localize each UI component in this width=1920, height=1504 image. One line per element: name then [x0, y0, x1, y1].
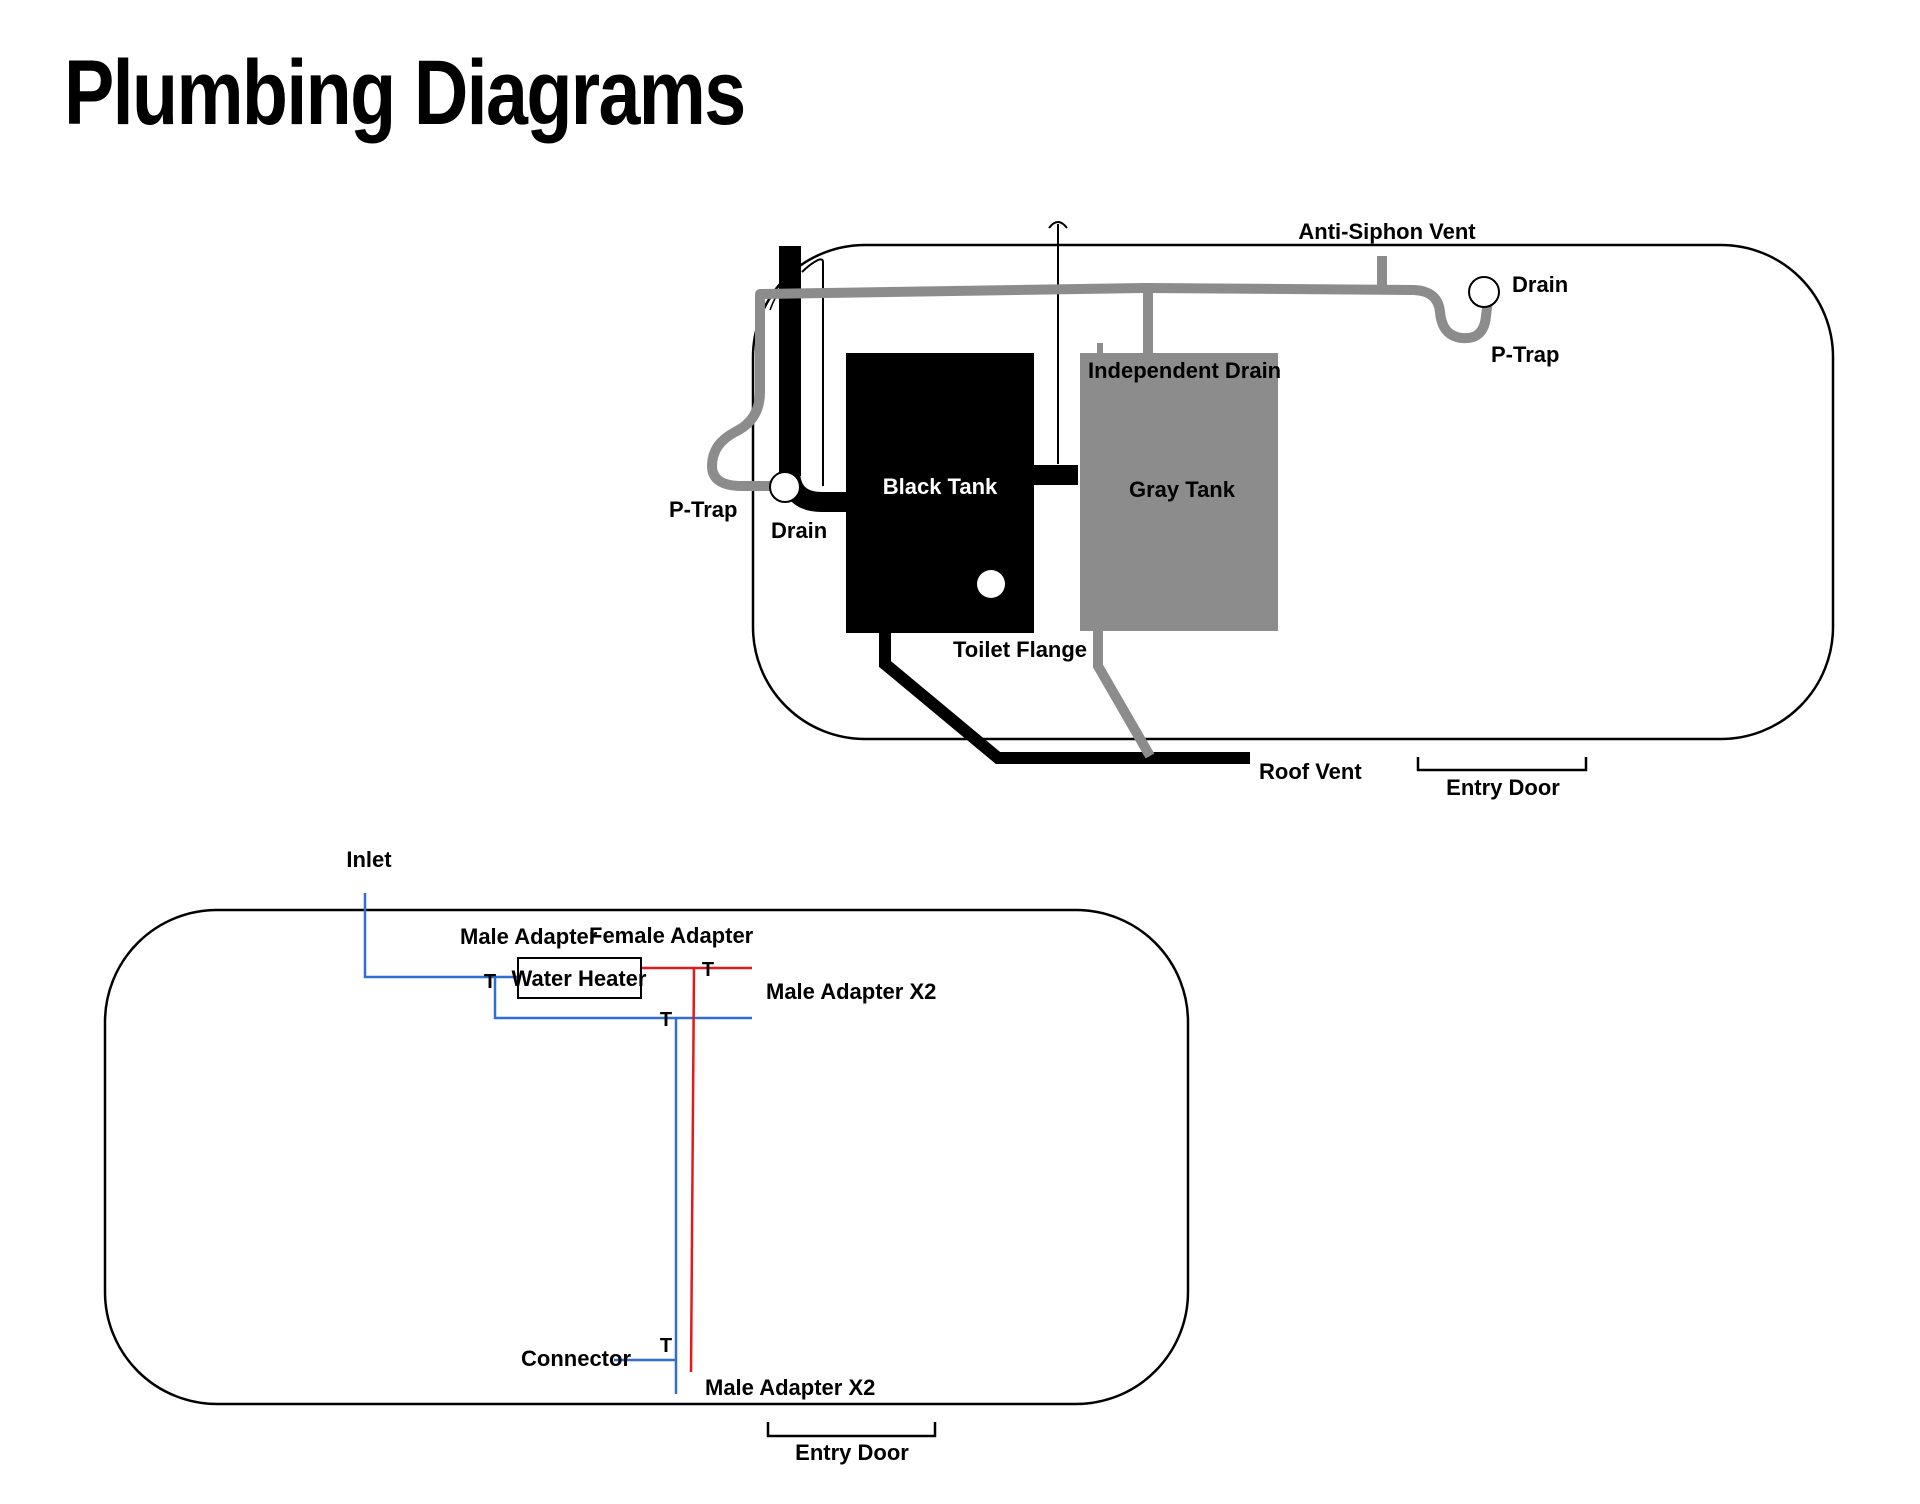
tee-fitting: T — [484, 971, 496, 993]
tee-fitting: T — [660, 1335, 672, 1357]
tank-connector — [1034, 465, 1078, 485]
drain-entry-door-bracket — [1416, 757, 1588, 772]
male-adapter-x2-top-label: Male Adapter X2 — [766, 979, 936, 1004]
cold-inlet-line — [363, 893, 518, 979]
toilet-flange-icon — [977, 570, 1005, 598]
female-adapter-label: Female Adapter — [589, 923, 754, 948]
roof-vent-label: Roof Vent — [1259, 759, 1362, 784]
black-outlet-pipe — [879, 632, 1250, 764]
drain-diagram: Anti-Siphon Vent Drain P-Trap Independen… — [669, 219, 1835, 800]
black-tank-label: Black Tank — [883, 474, 998, 499]
gray-tank-label: Gray Tank — [1129, 477, 1236, 502]
independent-drain-pipe — [1143, 290, 1153, 354]
tee-fitting: T — [660, 1009, 672, 1031]
water-heater-label: Water Heater — [512, 966, 647, 991]
gray-outlet-pipe — [1093, 631, 1155, 759]
p-trap-left-label: P-Trap — [669, 497, 737, 522]
water-diagram: Water Heater T T T T Inlet Male Adapter … — [103, 847, 1190, 1465]
drain-trailer-outline — [751, 243, 1835, 741]
gray-pipe-right — [1145, 283, 1493, 344]
water-trailer-outline — [103, 908, 1190, 1406]
male-adapter-label: Male Adapter — [460, 924, 598, 949]
independent-drain-label: Independent Drain — [1088, 358, 1281, 383]
water-entry-door-label: Entry Door — [795, 1440, 909, 1465]
water-heater-box — [517, 957, 642, 999]
tee-fitting: T — [702, 959, 714, 981]
vent-cap-center — [1048, 221, 1068, 229]
water-entry-door-bracket — [766, 1422, 937, 1438]
drain-entry-door-label: Entry Door — [1446, 775, 1560, 800]
drain-left-icon — [769, 471, 801, 503]
page-title: Plumbing Diagrams — [64, 42, 746, 144]
black-vent-stack — [779, 246, 801, 476]
toilet-flange-label: Toilet Flange — [953, 637, 1087, 662]
gray-main-pipe — [707, 283, 1147, 491]
vent-line-left — [801, 258, 824, 486]
anti-siphon-vent-label: Anti-Siphon Vent — [1298, 219, 1476, 244]
hot-vertical-line — [689, 967, 696, 1373]
gray-tank-vent-stub — [1097, 343, 1103, 355]
drain-right-label: Drain — [1512, 272, 1568, 297]
p-trap-right-label: P-Trap — [1491, 342, 1559, 367]
anti-siphon-vent-pipe — [1377, 256, 1387, 292]
male-adapter-x2-bottom-label: Male Adapter X2 — [705, 1375, 875, 1400]
connector-label: Connector — [521, 1346, 631, 1371]
inlet-label: Inlet — [346, 847, 392, 872]
drain-left-label: Drain — [771, 518, 827, 543]
drain-right-icon — [1468, 276, 1500, 308]
gray-tank — [1080, 353, 1278, 631]
vent-arc-left — [769, 275, 801, 311]
cold-branch-line — [493, 977, 752, 1020]
